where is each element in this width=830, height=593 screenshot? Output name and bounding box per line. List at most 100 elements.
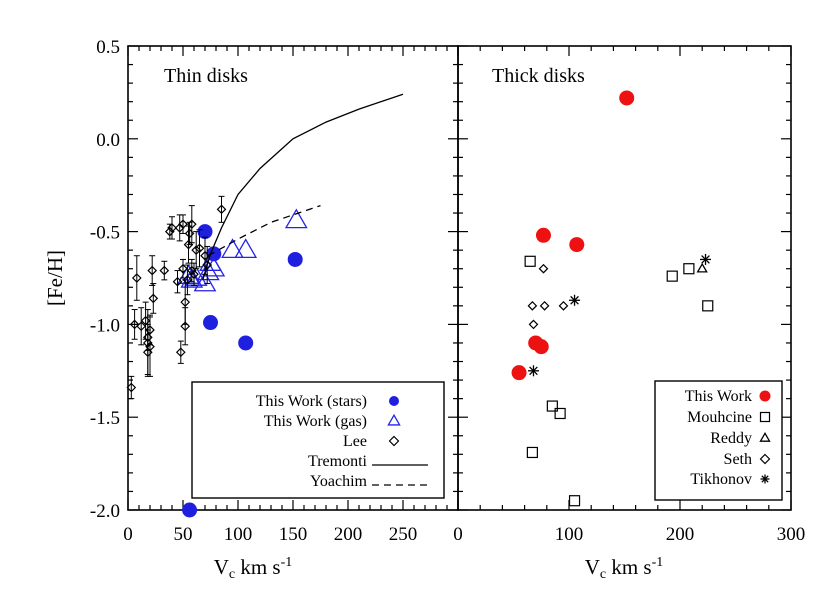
lee-point [167,223,177,233]
seth-point [527,300,538,311]
left-panel-marks [126,93,404,518]
right-x-tick-label: 100 [555,524,584,545]
this-work-stars-point [238,335,254,351]
lee-point [194,243,205,254]
lee-error-bar [176,214,183,242]
legend-marker-mouhcine [759,411,771,423]
this-work-stars-point [203,315,218,331]
lee-point [136,321,147,332]
this-work-gas-point [234,238,258,258]
legend-marker-seth [759,453,771,465]
lee-error-bar [218,195,225,223]
lee-point [180,297,191,307]
this-work-point [619,90,635,106]
legend-marker-this-work-gas [387,413,401,426]
left-x-tick-label: 50 [174,524,193,545]
legend-marker-tikhonov [760,474,770,484]
mouhcine-point [554,407,566,420]
tikhonov-point [700,253,712,265]
lee-error-bar [180,258,186,279]
lee-point [191,245,202,256]
left-panel-ticks: 0 50 100 150 200 250 0.5 0.0 -0.5 -1.0 -1.5 -2.0 [90,37,459,545]
this-work-point [533,339,549,355]
right-x-axis-label: Vc km s-1 [585,555,664,582]
y-tick-label: -0.5 [90,223,120,244]
lee-point [126,382,137,393]
this-work-point [535,227,551,243]
legend-label-reddy: Reddy [710,430,752,447]
left-x-tick-label: 100 [224,524,253,545]
legend-marker-this-work-stars [389,396,399,406]
legend-marker-lee [388,435,400,447]
lee-error-bar [177,340,184,364]
lee-error-bar [161,260,168,281]
legend-label-lee: Lee [343,433,367,450]
mouhcine-point [526,446,538,459]
left-x-tick-label: 150 [279,524,308,545]
this-work-point [511,365,527,381]
legend-label-yoachim: Yoachim [310,473,368,490]
lee-error-bar [196,229,203,268]
yoachim-line [207,205,321,257]
y-tick-label: -1.5 [90,408,120,429]
lee-point [186,219,197,230]
lee-point [131,273,142,283]
lee-point [175,347,186,358]
lee-point [172,276,183,287]
lee-point [189,269,199,280]
lee-error-bar [128,375,135,400]
this-work-gas-point [193,271,217,292]
lee-point [183,239,194,250]
mouhcine-point [546,400,558,412]
legend-label-mouhcine: Mouhcine [687,409,752,426]
lee-error-bar [150,283,157,314]
tikhonov-point [527,365,539,377]
mouhcine-point [683,263,695,275]
this-work-stars-point [287,251,303,267]
y-tick-label: -2.0 [90,501,120,522]
lee-point [202,260,213,270]
this-work-gas-point [221,238,244,258]
seth-point [528,319,539,330]
lee-point [216,204,227,215]
right-x-tick-label: 0 [453,524,463,545]
lee-error-bar [184,264,191,296]
legend-label-this-work-stars: This Work (stars) [256,393,367,410]
y-tick-label: 0.5 [96,37,120,58]
lee-point [159,265,170,276]
legend-label-tremonti: Tremonti [308,453,368,470]
legend-label-this-work-gas: This Work (gas) [264,413,367,430]
lee-error-bar [149,255,156,286]
left-x-tick-label: 250 [389,524,418,545]
mouhcine-point [702,300,714,312]
seth-point [538,263,549,274]
left-legend: This Work (stars) This Work (gas) LeeTremo… [191,381,445,499]
lee-point [180,321,191,332]
lee-error-bar [174,270,181,294]
this-work-point [569,237,585,253]
lee-error-bar [131,309,138,340]
left-x-tick-label: 200 [334,524,363,545]
lee-error-bar [147,316,153,377]
this-work-stars-point [182,502,198,518]
lee-error-bar [138,307,145,346]
y-tick-label: -1.0 [90,315,120,336]
lee-point [178,219,188,230]
legend-marker-reddy [759,432,771,442]
lee-point [129,319,140,330]
legend-label-tikhonov: Tikhonov [690,471,752,488]
legend-label-seth: Seth [724,451,752,468]
tremonti-line [202,93,404,281]
tikhonov-point [569,294,581,306]
right-x-tick-label: 300 [777,524,806,545]
y-tick-label: 0.0 [96,130,120,151]
lee-point [147,265,158,276]
seth-point [558,300,569,311]
left-x-tick-label: 0 [123,524,133,545]
this-work-gas-point [180,267,204,288]
reddy-point [696,262,708,273]
mouhcine-point [524,255,536,267]
left-x-axis-label: Vc km s-1 [214,555,293,582]
